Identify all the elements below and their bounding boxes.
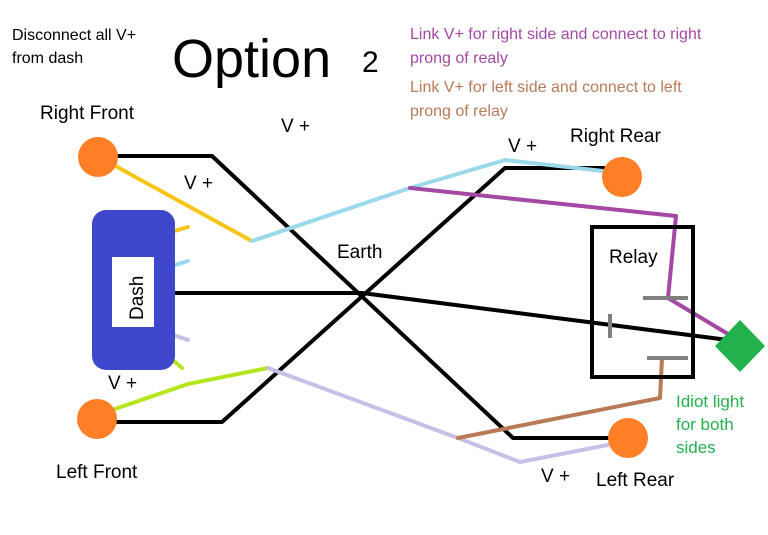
lamp-left-rear bbox=[608, 418, 648, 458]
label-earth: Earth bbox=[337, 242, 382, 263]
brown-note-line2: prong of relay bbox=[410, 103, 508, 120]
label-left-front: Left Front bbox=[56, 462, 138, 483]
label-vplus-left-front: V + bbox=[108, 373, 137, 394]
wire-brown bbox=[456, 356, 664, 440]
dash-label-box bbox=[112, 257, 154, 327]
wire-lime bbox=[110, 366, 270, 412]
title-option: Option bbox=[172, 29, 331, 89]
disconnect-note-line2: from dash bbox=[12, 50, 83, 67]
lamp-right-rear bbox=[602, 157, 642, 197]
label-right-front: Right Front bbox=[40, 103, 135, 124]
relay-label: Relay bbox=[609, 247, 658, 268]
label-idiot-light-line2: for both bbox=[676, 415, 734, 434]
label-vplus-left-rear: V + bbox=[541, 466, 570, 487]
dash: Dash bbox=[92, 210, 175, 370]
title-number: 2 bbox=[362, 46, 379, 79]
label-left-rear: Left Rear bbox=[596, 470, 675, 491]
wires bbox=[98, 154, 740, 464]
lamp-right-front bbox=[78, 137, 118, 177]
brown-note-line1: Link V+ for left side and connect to lef… bbox=[410, 79, 682, 96]
label-right-rear: Right Rear bbox=[570, 126, 661, 147]
disconnect-note-line1: Disconnect all V+ bbox=[12, 27, 136, 44]
idiot-light bbox=[715, 320, 765, 372]
purple-note-line1: Link V+ for right side and connect to ri… bbox=[410, 26, 702, 43]
relay-box bbox=[590, 225, 695, 379]
wire-yellow bbox=[108, 161, 252, 242]
label-idiot-light-line1: Idiot light bbox=[676, 392, 744, 411]
wire-purple bbox=[408, 186, 740, 342]
dash-label: Dash bbox=[127, 276, 148, 320]
wire-dash-earth bbox=[170, 291, 730, 342]
relay: Relay bbox=[590, 225, 695, 379]
lamp-left-front bbox=[77, 399, 117, 439]
label-vplus-right-rear: V + bbox=[508, 136, 537, 157]
wire-lavender bbox=[266, 366, 620, 464]
wire-light-blue bbox=[250, 158, 614, 243]
purple-note-line2: prong of realy bbox=[410, 50, 508, 67]
label-idiot-light-line3: sides bbox=[676, 438, 716, 457]
label-vplus-top: V + bbox=[281, 116, 310, 137]
label-vplus-right-front: V + bbox=[184, 173, 213, 194]
